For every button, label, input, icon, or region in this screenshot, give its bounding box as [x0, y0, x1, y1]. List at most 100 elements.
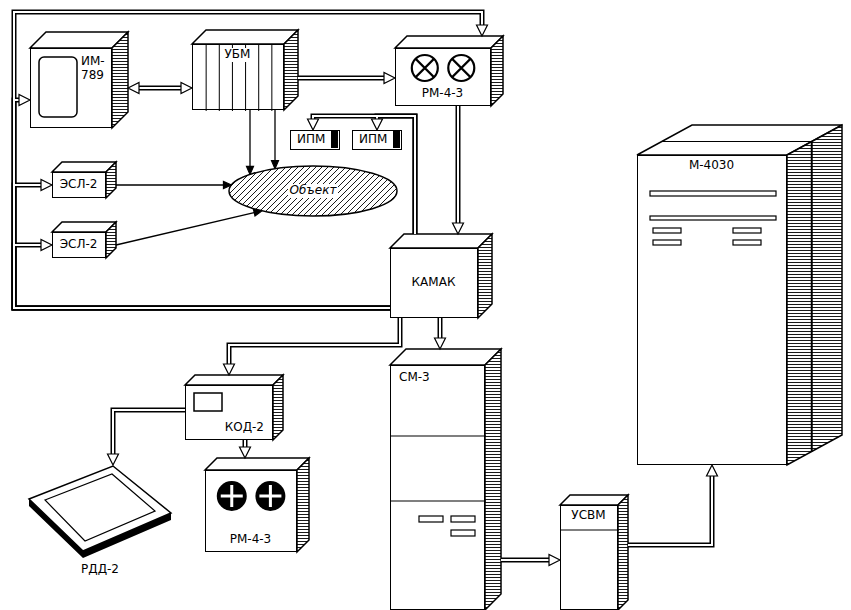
signal-arrow — [116, 212, 255, 245]
arrow-head — [308, 119, 319, 130]
bus-gap — [298, 77, 385, 79]
bus-arrow — [628, 475, 712, 545]
panel-line — [391, 500, 486, 501]
object-outline — [229, 166, 397, 216]
connector-top-layer — [14, 12, 718, 566]
panel-button — [451, 530, 475, 536]
connector-line — [456, 106, 461, 224]
connector-inner — [272, 161, 279, 169]
bus-arrow — [298, 78, 385, 79]
connector-inner — [128, 83, 192, 94]
device-label: ЭСЛ-2 — [58, 238, 100, 252]
exciter-box: ЭСЛ-2 — [52, 232, 106, 258]
panel-bar — [653, 228, 681, 233]
tape-reel — [412, 55, 438, 81]
top-face — [30, 32, 128, 48]
side-face — [787, 125, 842, 465]
bus-gap — [138, 87, 182, 89]
bus-gap — [439, 318, 441, 339]
device-label: РМ-4-3 — [420, 87, 466, 101]
box-depth — [560, 495, 628, 610]
device-label: УБМ — [223, 48, 253, 62]
connector-line — [113, 410, 185, 455]
tablet-top — [29, 466, 171, 551]
coder-box: КОД-2 — [185, 385, 273, 440]
bus-gap — [628, 475, 712, 545]
side-face — [618, 495, 628, 610]
arrow-head — [181, 83, 192, 94]
box-depth — [192, 30, 298, 110]
arrow-head — [372, 119, 383, 130]
screen — [194, 393, 222, 411]
bus-arrow — [458, 106, 459, 224]
arrow-head — [224, 364, 235, 375]
box-depth — [185, 375, 283, 440]
screen — [39, 57, 77, 117]
bus-gap — [229, 318, 400, 365]
reel-cross — [416, 59, 434, 77]
connector-inner — [453, 106, 464, 234]
connector-inner — [501, 555, 560, 566]
bus-gap — [457, 106, 459, 224]
signal-arrow — [116, 185, 224, 186]
arrow-head — [272, 161, 279, 169]
top-face — [192, 30, 298, 44]
interface-box: УСВМ — [560, 505, 618, 610]
connector-inner — [108, 410, 186, 465]
tablet-screen — [45, 474, 155, 541]
device-label: ИПМ — [357, 133, 389, 147]
side-face — [112, 32, 128, 128]
panel-bar — [733, 240, 761, 245]
panel-bar — [650, 216, 776, 220]
bus-gap — [501, 559, 550, 561]
box-depth — [52, 222, 116, 258]
panel-line — [561, 529, 619, 530]
panel-button — [451, 516, 475, 522]
bus-arrow — [113, 410, 185, 455]
cabinet-divider — [662, 141, 812, 142]
connector-inner — [628, 465, 718, 545]
side-face — [284, 30, 298, 110]
bus-gap — [113, 410, 185, 455]
reel-cross — [221, 485, 243, 507]
device-picture — [638, 156, 786, 464]
top-face — [52, 162, 116, 172]
signal-arrow — [250, 110, 251, 167]
device-picture — [391, 366, 484, 609]
reel-cross — [259, 485, 281, 507]
arrow-head — [477, 25, 488, 36]
connector-inner — [240, 440, 251, 458]
top-face — [205, 458, 309, 470]
side-face — [478, 234, 492, 318]
top-face — [560, 495, 628, 505]
arrow-head — [435, 338, 446, 349]
reel-cross — [452, 59, 470, 77]
top-face — [395, 36, 503, 48]
box-depth — [52, 162, 116, 198]
panel-line — [271, 45, 272, 111]
box-depth — [395, 36, 503, 106]
box-depth — [637, 125, 842, 465]
dark-side — [331, 131, 338, 148]
connector-line — [501, 558, 550, 563]
tape-recorder: РМ-4-3 — [205, 470, 297, 552]
transducer-box: ИПМ — [352, 130, 402, 150]
panel-line — [219, 45, 220, 111]
device-label: РДД-2 — [79, 563, 121, 577]
arrow-head — [41, 180, 52, 191]
arrow-head — [128, 83, 139, 94]
connector-line — [116, 212, 255, 245]
panel-button — [419, 516, 443, 522]
panel-line — [258, 45, 259, 111]
connector-line — [438, 318, 443, 339]
exciter-box: ЭСЛ-2 — [52, 172, 106, 198]
panel-bar — [653, 240, 681, 245]
side-face — [485, 349, 501, 610]
arrow-head — [707, 465, 718, 476]
dark-side — [393, 131, 400, 148]
tape-recorder: РМ-4-3 — [395, 48, 491, 106]
box-depth — [390, 234, 492, 318]
connector-line — [298, 76, 385, 81]
object-ellipse: Объект — [228, 165, 398, 217]
